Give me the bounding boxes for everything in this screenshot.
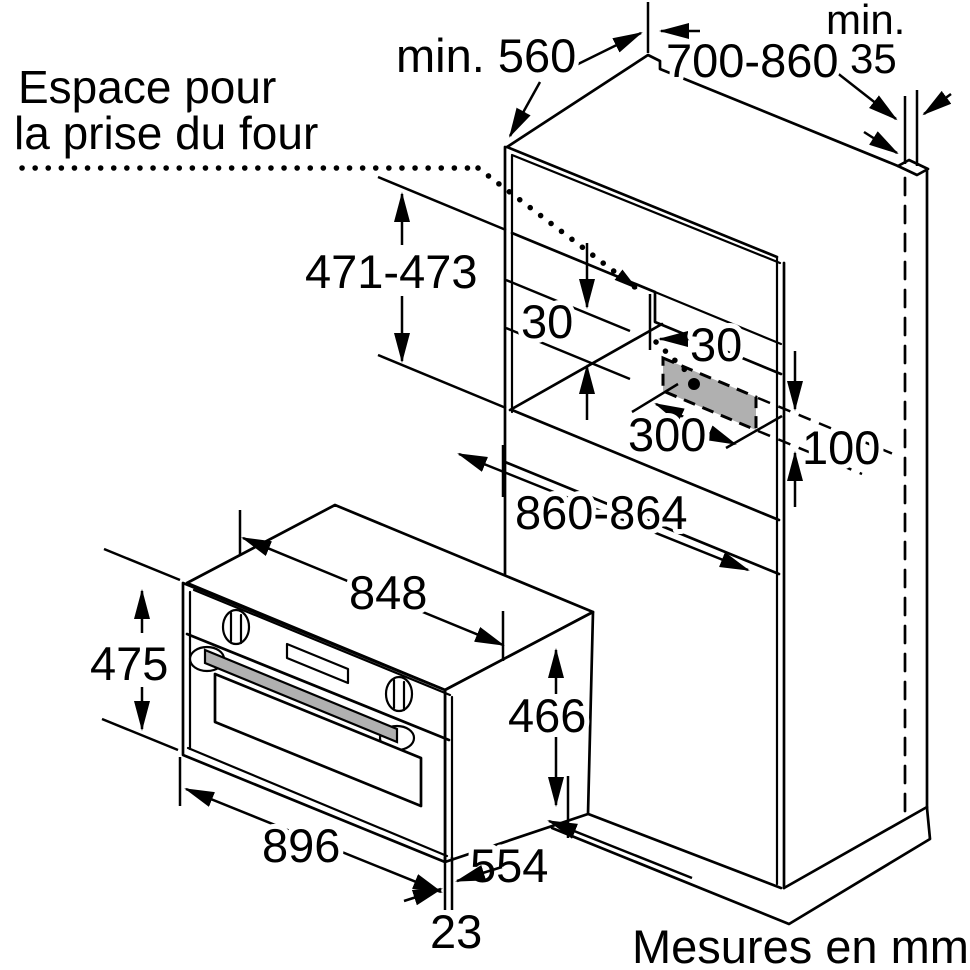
dim-oven-front-height-475: 475 xyxy=(85,547,181,752)
cabinet-bottom-side-edge xyxy=(782,805,929,890)
dim-side-gap-min-label: min. xyxy=(826,0,905,43)
cabinet-front-top-edge xyxy=(505,145,779,259)
dim-socket-width-label: 300 xyxy=(628,408,706,461)
dim-socket-inset-label: 30 xyxy=(690,318,742,371)
plug-leader-dotted xyxy=(19,165,689,374)
dim-oven-width-896: 896 xyxy=(178,757,443,894)
dim-oven-depth-label: 554 xyxy=(470,839,548,892)
plug-note-line1: Espace pour xyxy=(18,61,276,113)
plinth xyxy=(550,806,932,926)
dim-top-depth-label: min. 560 xyxy=(396,29,576,82)
control-knob-left xyxy=(221,608,251,646)
dim-front-overhang-label: 23 xyxy=(430,905,482,958)
cabinet-top-right-step xyxy=(896,158,930,177)
dim-niche-width-label: 860-864 xyxy=(515,486,688,539)
dim-step-height-30: 30 xyxy=(505,243,631,420)
dim-oven-body-height-label: 466 xyxy=(508,689,586,742)
dim-oven-top-width-label: 848 xyxy=(349,566,427,619)
dim-niche-height-label: 471-473 xyxy=(305,245,478,298)
dim-socket-height-100: 100 xyxy=(757,351,899,507)
socket-zone-area xyxy=(661,355,758,433)
cabinet-front-top-edge-inner xyxy=(510,153,782,265)
oven xyxy=(181,503,595,864)
dim-niche-width-860-864: 860-864 xyxy=(457,445,750,572)
handle-bar xyxy=(203,648,399,744)
display-window xyxy=(285,642,350,685)
dim-oven-top-width-848: 848 xyxy=(238,510,505,661)
dim-socket-height-label: 100 xyxy=(802,421,880,474)
dim-oven-body-height-466: 466 xyxy=(503,648,591,807)
dim-side-gap-label: 35 xyxy=(850,35,897,82)
dim-oven-front-height-label: 475 xyxy=(90,637,168,690)
control-knob-right xyxy=(384,675,414,713)
socket-dot-icon xyxy=(688,378,700,390)
dim-top-depth-560: min. 560 xyxy=(391,2,650,138)
dim-niche-height-471-473: 471-473 xyxy=(300,175,507,410)
cabinet-top-face xyxy=(505,53,900,168)
plug-note-line2: la prise du four xyxy=(14,107,318,159)
units-note: Mesures en mm xyxy=(632,920,969,970)
control-panel-separator xyxy=(185,632,451,742)
niche-rail-edge xyxy=(653,290,783,346)
dim-side-gap-35: min. 35 xyxy=(821,0,952,155)
dim-socket-inset-30: 30 xyxy=(648,294,747,376)
dim-top-width-label: 700-860 xyxy=(666,34,839,87)
socket-zone xyxy=(661,355,758,433)
dim-step-height-label: 30 xyxy=(521,295,573,348)
dim-front-overhang-23: 23 xyxy=(403,857,503,963)
dim-oven-width-label: 896 xyxy=(262,819,340,872)
niche-top-edge xyxy=(510,231,783,376)
annotations: Espace pour la prise du four Mesures en … xyxy=(9,56,970,970)
dimensions: min. 560 700-860 min. 35 471-473 30 xyxy=(85,0,952,963)
dim-top-width-700-860: 700-860 xyxy=(659,23,898,121)
